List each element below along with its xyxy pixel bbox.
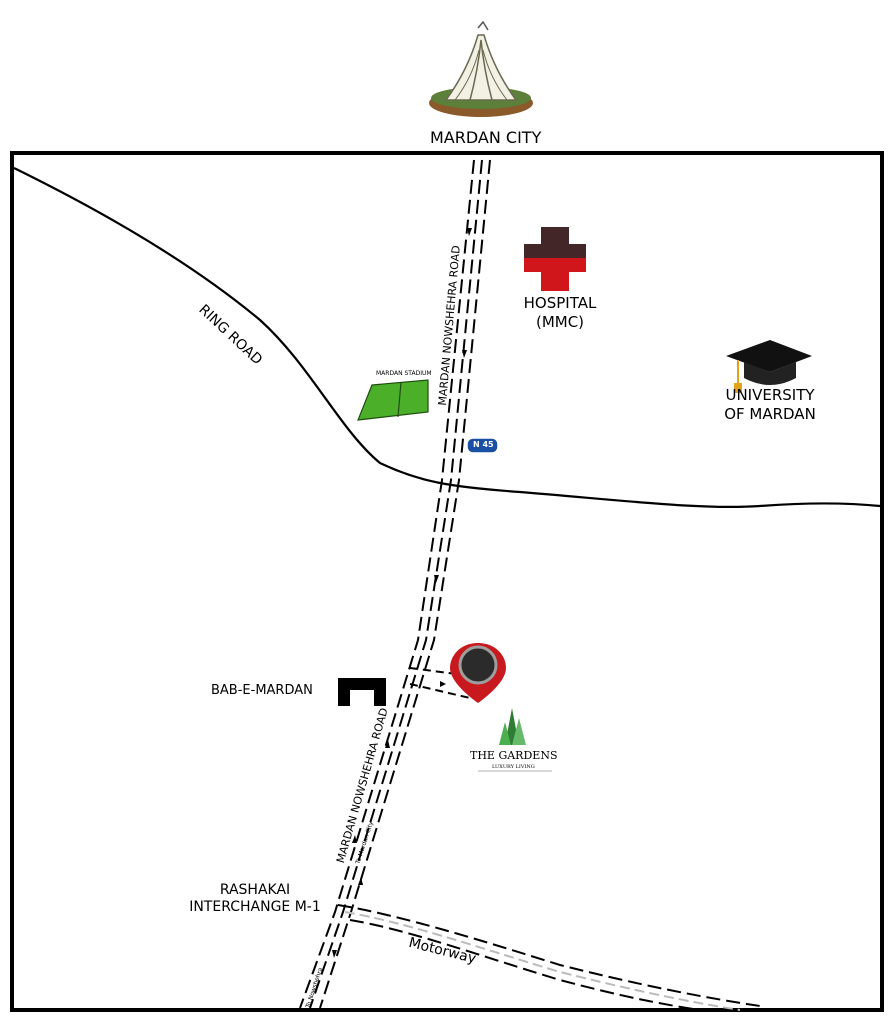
rashakai-label: RASHAKAI INTERCHANGE M-1 xyxy=(170,883,340,914)
mardan-monument-icon xyxy=(429,20,533,117)
stadium-label: MARDAN STADIUM xyxy=(376,370,432,377)
rashakai-line-2: INTERCHANGE M-1 xyxy=(189,899,321,915)
gardens-title: THE GARDENS xyxy=(470,749,558,762)
road-arrows xyxy=(332,228,472,958)
stadium-icon xyxy=(357,379,429,421)
mardan-nowshehra-road xyxy=(299,159,491,1009)
ring-road xyxy=(13,167,881,508)
n45-label: N 45 xyxy=(473,440,494,449)
hospital-label: HOSPITAL (MMC) xyxy=(520,296,600,330)
gardens-subtitle: LUXURY LIVING xyxy=(492,764,535,770)
gardens-trees-icon xyxy=(499,708,526,745)
motorway-road xyxy=(337,904,761,1011)
map-border xyxy=(10,151,884,1012)
graduation-cap-icon xyxy=(726,340,812,393)
hospital-cross-icon xyxy=(524,227,586,291)
hospital-subtitle: (MMC) xyxy=(535,313,585,331)
access-arrow xyxy=(440,681,446,687)
n45-badge xyxy=(466,437,499,454)
university-line-1: UNIVERSITY xyxy=(725,386,815,404)
rashakai-line-1: RASHAKAI xyxy=(219,882,291,898)
location-pin-icon xyxy=(450,643,506,703)
university-line-2: OF MARDAN xyxy=(724,405,816,423)
mardan-city-label: MARDAN CITY xyxy=(430,128,542,147)
bab-e-mardan-label: BAB-E-MARDAN xyxy=(211,683,313,698)
bab-e-mardan-gate-icon xyxy=(338,678,386,706)
university-label: UNIVERSITY OF MARDAN xyxy=(715,388,825,422)
hospital-title: HOSPITAL xyxy=(523,294,597,312)
